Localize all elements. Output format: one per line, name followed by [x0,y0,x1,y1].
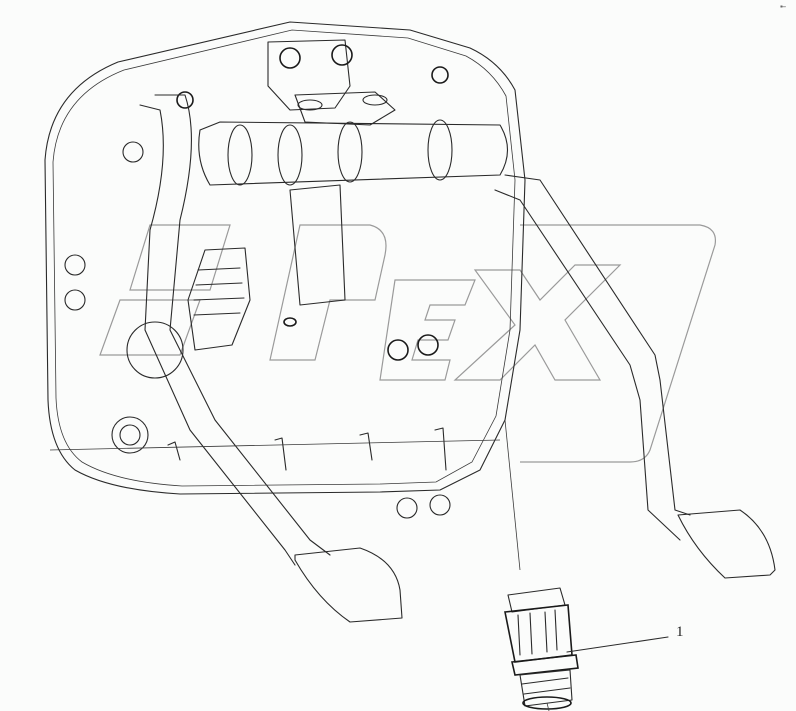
callout-leader-line [566,636,669,653]
pivot-shaft [198,119,509,186]
mounting-bolts [176,39,449,361]
assembly-axis-line [504,419,521,571]
lower-fixtures [49,254,501,519]
mounting-bracket-plate [44,21,526,495]
master-cylinder-pushrod [111,184,346,454]
brake-pedal [494,174,776,579]
callout-number: 1 [676,624,684,640]
clutch-pedal [122,94,403,623]
watermark-opex [99,224,717,463]
pedal-switch [504,587,579,711]
corner-mark: ▪-- [780,2,786,11]
